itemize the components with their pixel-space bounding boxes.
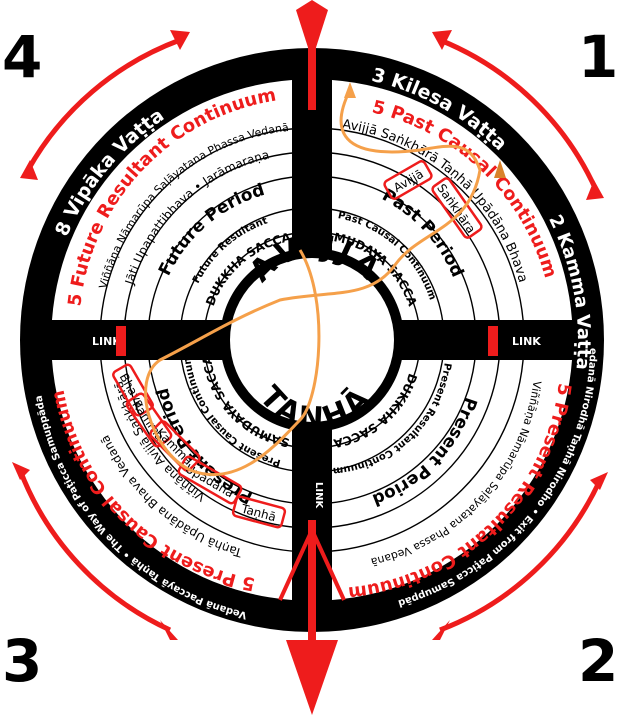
link-right-marker [488, 326, 498, 356]
q1-box-avijja [383, 160, 433, 200]
arrow-tl [25, 37, 181, 172]
flow-arrowhead-top [344, 82, 356, 98]
hub [230, 258, 394, 422]
panel-q1 [332, 80, 572, 320]
arrow-bl [17, 469, 172, 633]
bottom-arrowhead [286, 640, 338, 715]
arrow-tr [439, 37, 599, 192]
link-right: LINK [512, 335, 541, 348]
corner-number-4: 4 [2, 23, 43, 91]
q3-box-kamma [125, 392, 173, 448]
q3-box-tanha [231, 495, 287, 529]
panel-q4 [52, 80, 292, 320]
q1-box-sankhara [431, 177, 483, 239]
bottom-split-arrows [278, 529, 346, 601]
top-fletching [296, 0, 328, 60]
flow-path [144, 89, 482, 477]
corner-arrowheads [12, 30, 608, 640]
link-bottom: LINK [313, 482, 324, 509]
red-axis-arrows [116, 0, 498, 715]
corner-number-3: 3 [2, 627, 43, 695]
arrow-br [439, 478, 603, 633]
flow-arrowhead-right [494, 160, 506, 178]
panel-q3 [52, 360, 292, 600]
bottom-shaft [308, 520, 316, 660]
corner-number-2: 2 [578, 627, 619, 695]
corner-arrows [17, 37, 603, 633]
corner-number-1: 1 [578, 23, 619, 91]
q3-box-bhava [112, 363, 154, 417]
link-left: LINK [92, 335, 121, 348]
panel-q2 [332, 360, 572, 600]
link-left-marker [116, 326, 126, 356]
